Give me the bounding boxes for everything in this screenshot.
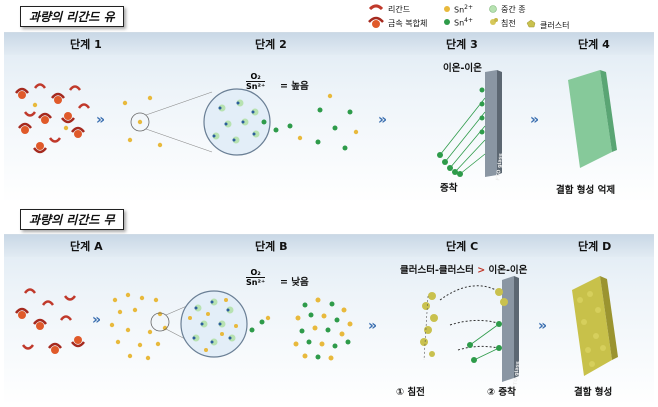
bottom-header-band (4, 235, 654, 257)
greater-than-sign: > (477, 265, 486, 276)
stage-2-label: 단계 2 (255, 38, 287, 51)
bottom-deposit-label: ② 증착 (487, 387, 516, 398)
legend-metal-complex: 금속 복합체 (388, 19, 428, 28)
top-arrow-1: » (96, 112, 105, 128)
bottom-arrow-2: » (368, 318, 377, 334)
metal-complex-icon (368, 16, 384, 28)
bottom-zoom-source (150, 312, 170, 332)
stage-a-label: 단계 A (70, 240, 103, 253)
legend-precipitate: 침전 (501, 19, 516, 28)
top-zoom-source (130, 112, 150, 132)
top-sn4-particles (273, 93, 359, 151)
legend-intermediate: 중간 종 (501, 5, 526, 14)
bottom-arrow-3: » (538, 318, 547, 334)
legend-cluster: 클러스터 (540, 21, 570, 30)
sn4-icon (444, 19, 450, 25)
top-result-label: 결함 형성 억제 (556, 185, 616, 196)
top-smooth-film (568, 70, 617, 168)
bottom-ligand-complex-group (15, 288, 85, 354)
top-zoom-circle (203, 88, 271, 156)
top-sn-particles-left (122, 95, 163, 148)
stage-b-label: 단계 B (255, 240, 288, 253)
stage-1-label: 단계 1 (70, 38, 102, 51)
ligand-icon (368, 4, 384, 11)
bottom-result-label: 결함 형성 (574, 387, 613, 398)
top-deposit-label: 증착 (440, 183, 458, 194)
stage-4-label: 단계 4 (578, 38, 610, 51)
top-deposition-substrate (437, 70, 502, 177)
top-section-title: 과량의 리간드 유 (20, 6, 124, 27)
bottom-section-title: 과량의 리간드 무 (20, 209, 124, 230)
top-ratio-value: = 높음 (280, 81, 309, 92)
bottom-arrow-1: » (92, 312, 101, 328)
top-header-band (4, 33, 654, 55)
legend-ligand: 리간드 (388, 5, 411, 14)
precipitate-icon (490, 18, 498, 25)
top-arrow-3: » (530, 112, 539, 128)
top-arrow-2: » (378, 112, 387, 128)
stage-d-label: 단계 D (578, 240, 612, 253)
cluster-icon (526, 19, 536, 28)
stage-3-label: 단계 3 (446, 38, 478, 51)
sn2-icon (444, 6, 450, 12)
bottom-mixed-cluster (293, 297, 353, 361)
bottom-rough-film (572, 276, 618, 376)
bottom-cluster-deposition (420, 276, 519, 382)
bottom-panel (4, 234, 654, 405)
bottom-ratio-value: = 낮음 (280, 277, 309, 288)
top-ion-label: 이온-이온 (443, 63, 482, 74)
intermediate-icon (489, 5, 497, 13)
cluster-cluster-label: 클러스터-클러스터 (400, 265, 474, 276)
legend-sn4: Sn4+ (454, 17, 474, 28)
bottom-cluster-comparison: 클러스터-클러스터 > 이온-이온 (400, 262, 527, 276)
top-ligand-complex-group (15, 83, 91, 154)
legend-sn2: Sn2+ (454, 4, 474, 15)
bottom-sn-particles-left (109, 292, 168, 361)
bottom-precip-label: ① 침전 (396, 387, 425, 398)
bottom-zoom-circle (180, 290, 248, 358)
stage-c-label: 단계 C (446, 240, 479, 253)
bottom-transfer-particles (249, 315, 271, 333)
top-panel (4, 32, 654, 203)
ion-ion-label: 이온-이온 (488, 265, 528, 276)
